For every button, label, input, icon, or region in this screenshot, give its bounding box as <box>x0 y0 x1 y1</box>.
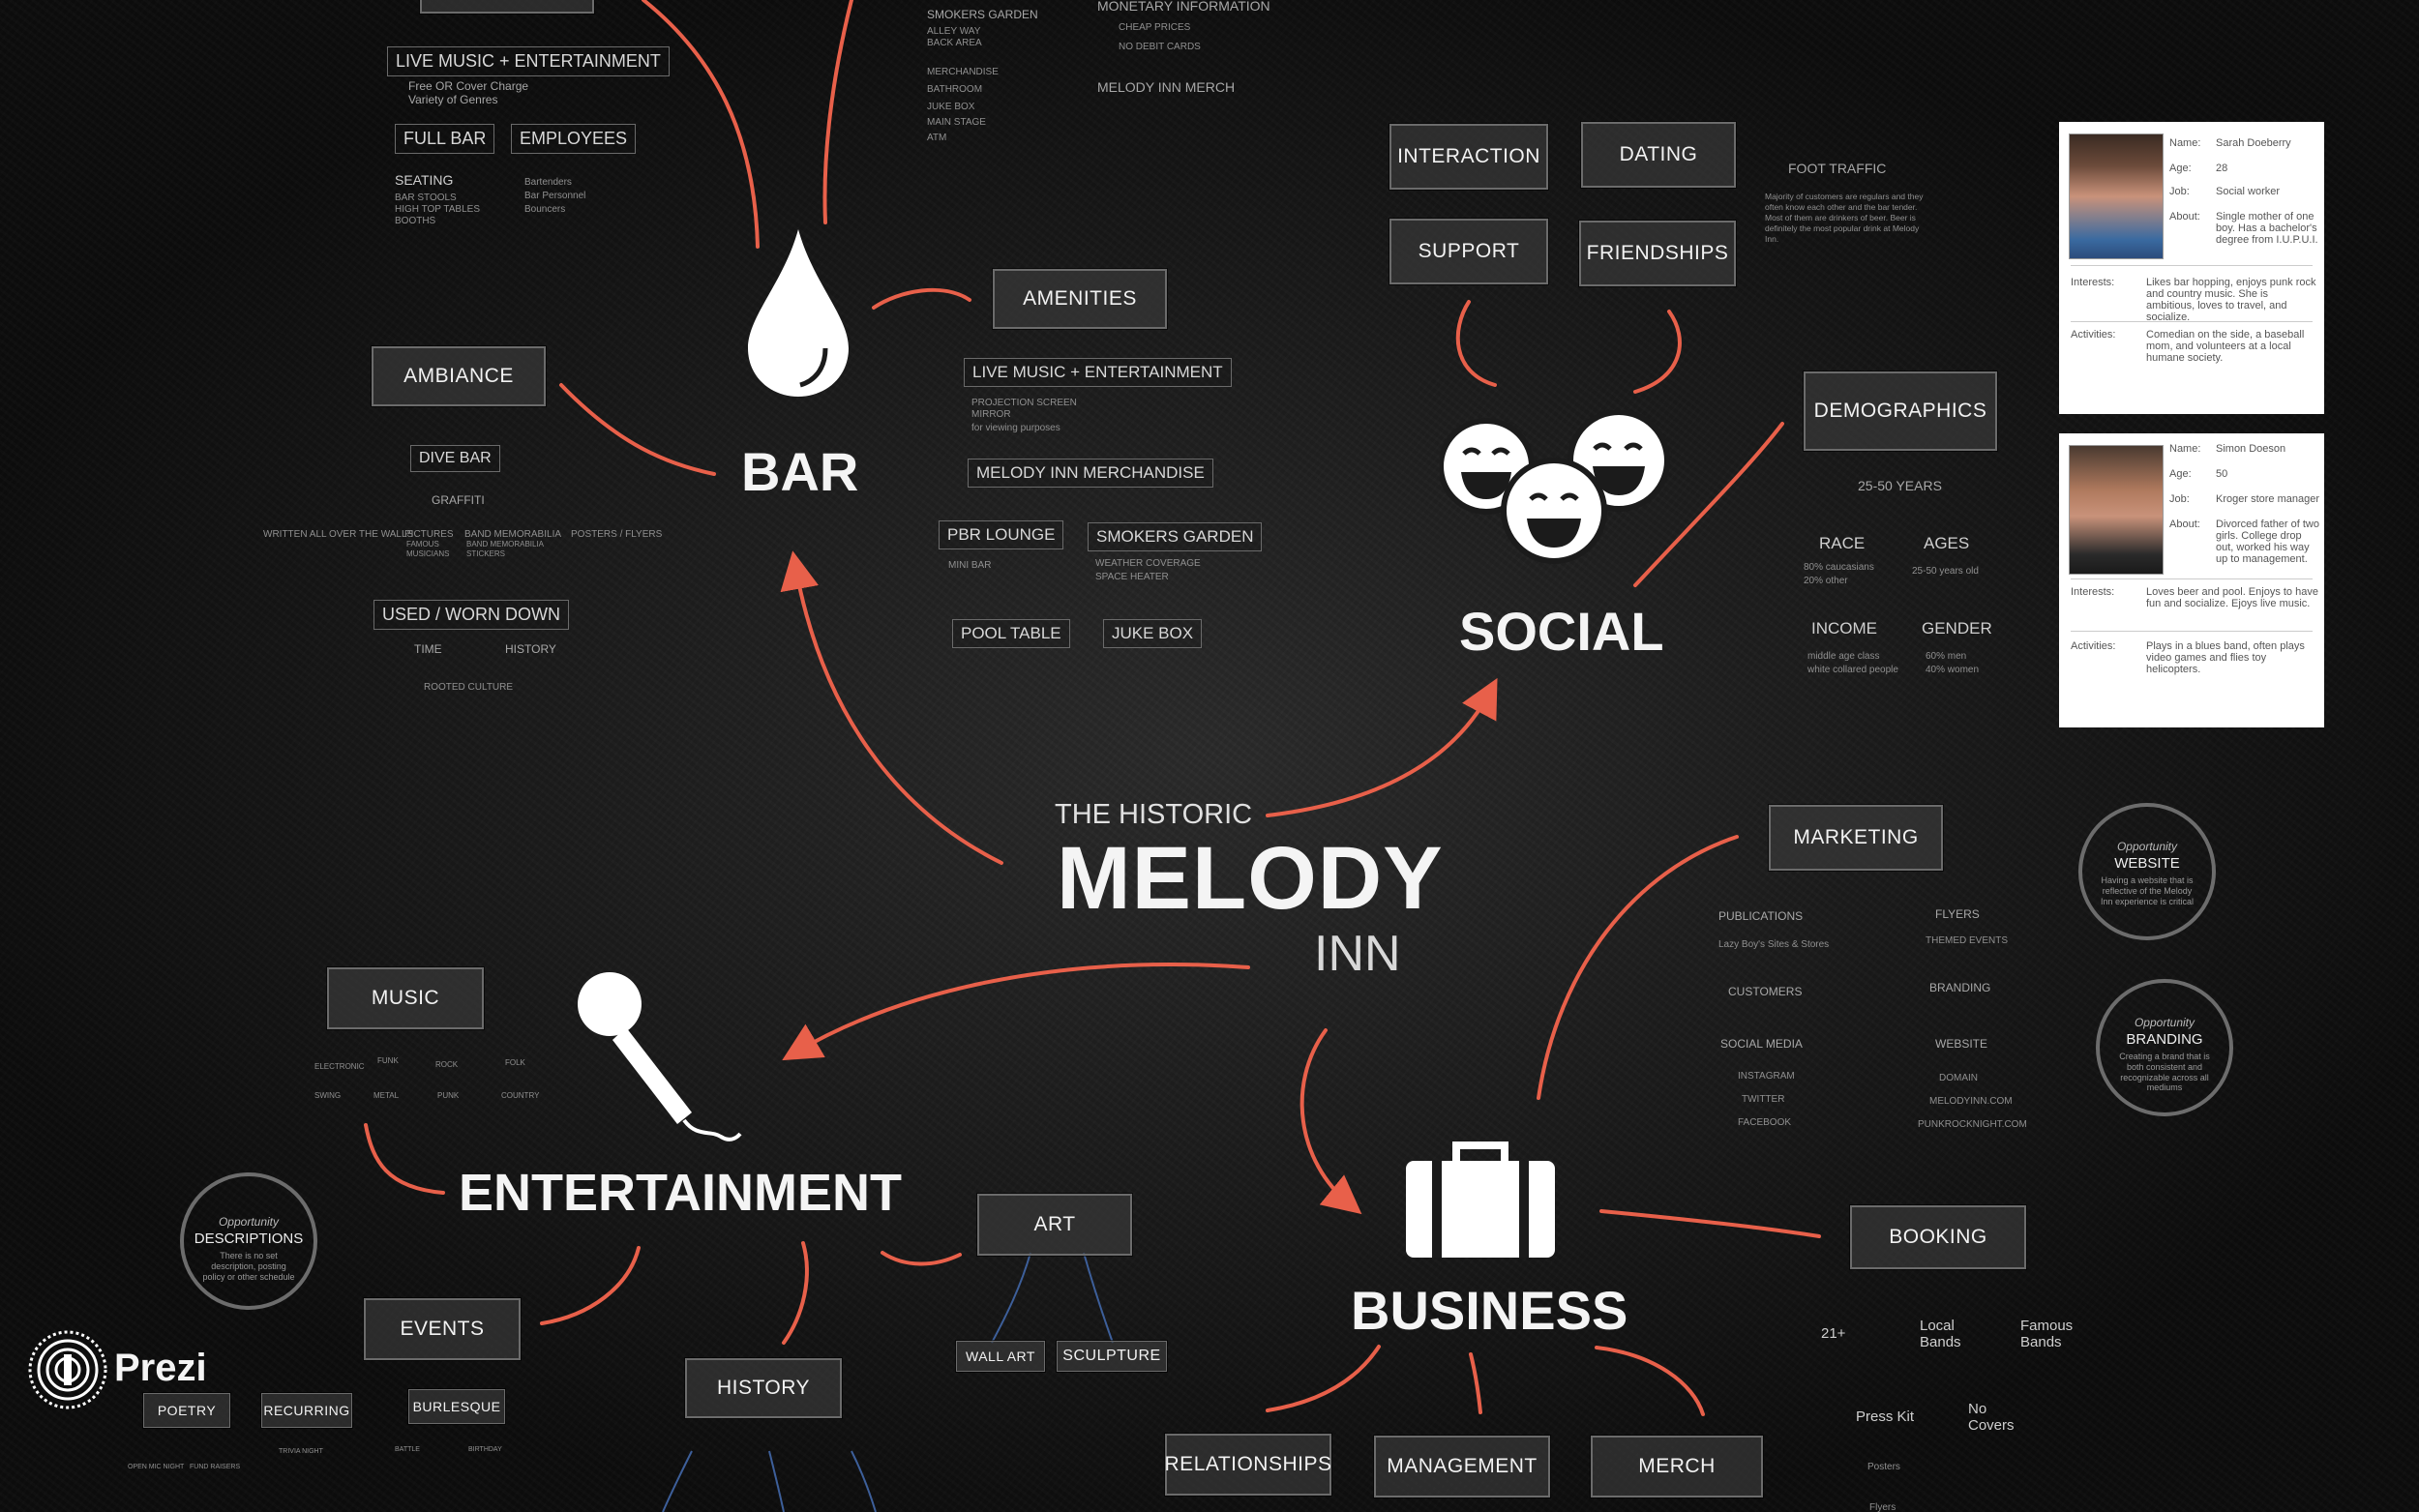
ent-sculpture[interactable]: SCULPTURE <box>1057 1341 1167 1372</box>
bar-dive-bar[interactable]: DIVE BAR <box>410 445 500 472</box>
arrow-to-bar <box>780 550 1003 865</box>
business-merch[interactable]: MERCH <box>1591 1436 1763 1497</box>
social-interaction[interactable]: INTERACTION <box>1389 124 1548 190</box>
opportunity-branding[interactable]: Opportunity BRANDING Creating a brand th… <box>2096 979 2233 1116</box>
amenities-merchandise[interactable]: MELODY INN MERCHANDISE <box>968 459 1213 488</box>
bar-used-worn[interactable]: USED / WORN DOWN <box>373 600 569 630</box>
hub-bar[interactable]: BAR <box>741 441 859 502</box>
amenities-live-music[interactable]: LIVE MUSIC + ENTERTAINMENT <box>964 358 1232 387</box>
social-support[interactable]: SUPPORT <box>1389 219 1548 284</box>
opportunity-website[interactable]: Opportunity WEBSITE Having a website tha… <box>2078 803 2216 940</box>
bar-amenities[interactable]: AMENITIES <box>993 269 1167 329</box>
prezi-logo-icon[interactable] <box>27 1329 108 1410</box>
bar-live-music[interactable]: LIVE MUSIC + ENTERTAINMENT <box>387 46 670 76</box>
social-dating[interactable]: DATING <box>1581 122 1736 188</box>
bar-top-box[interactable] <box>420 0 594 14</box>
ent-poetry[interactable]: POETRY <box>143 1393 230 1428</box>
amenities-smokers-garden[interactable]: SMOKERS GARDEN <box>1088 522 1263 551</box>
ent-music[interactable]: MUSIC <box>327 967 484 1029</box>
business-marketing[interactable]: MARKETING <box>1769 805 1943 871</box>
ent-recurring[interactable]: RECURRING <box>261 1393 352 1428</box>
bar-full-bar[interactable]: FULL BAR <box>395 124 495 154</box>
title-pre: THE HISTORIC <box>1055 799 1253 830</box>
hub-social[interactable]: SOCIAL <box>1459 601 1664 662</box>
social-friendships[interactable]: FRIENDSHIPS <box>1579 221 1736 286</box>
ent-art[interactable]: ART <box>977 1194 1132 1256</box>
ent-events[interactable]: EVENTS <box>364 1298 521 1360</box>
arrow-to-social <box>1266 677 1498 817</box>
ent-wall-art[interactable]: WALL ART <box>956 1341 1045 1372</box>
title-post: INN <box>1314 926 1401 982</box>
microphone-icon <box>578 972 742 1141</box>
ent-history[interactable]: HISTORY <box>685 1358 842 1418</box>
briefcase-icon <box>1406 1141 1555 1258</box>
amenities-pool-table[interactable]: POOL TABLE <box>952 619 1070 648</box>
title-main: MELODY <box>1057 829 1444 928</box>
bar-seating: SEATING <box>395 172 454 188</box>
hub-business[interactable]: BUSINESS <box>1351 1280 1628 1341</box>
laughing-faces-icon <box>1440 410 1670 564</box>
hub-entertainment[interactable]: ENTERTAINMENT <box>459 1164 902 1222</box>
business-booking[interactable]: BOOKING <box>1850 1205 2026 1269</box>
ent-burlesque[interactable]: BURLESQUE <box>408 1389 505 1424</box>
arrow-to-business <box>1299 1028 1362 1215</box>
business-management[interactable]: MANAGEMENT <box>1374 1436 1550 1497</box>
amenities-juke-box[interactable]: JUKE BOX <box>1103 619 1203 648</box>
bar-employees[interactable]: EMPLOYEES <box>511 124 637 154</box>
social-demographics[interactable]: DEMOGRAPHICS <box>1804 371 1997 451</box>
prezi-wordmark[interactable]: Prezi <box>114 1347 207 1389</box>
persona-photo <box>2069 445 2164 575</box>
amenities-pbr-lounge[interactable]: PBR LOUNGE <box>939 520 1064 549</box>
business-relationships[interactable]: RELATIONSHIPS <box>1165 1434 1331 1496</box>
persona-card-simon[interactable]: Name:Simon Doeson Age:50 Job:Kroger stor… <box>2059 433 2324 727</box>
arrow-to-entertainment <box>782 963 1250 1061</box>
bar-ambiance[interactable]: AMBIANCE <box>372 346 546 406</box>
water-drop-icon <box>748 229 849 397</box>
opportunity-descriptions[interactable]: Opportunity DESCRIPTIONS There is no set… <box>180 1172 317 1310</box>
persona-card-sarah[interactable]: Name:Sarah Doeberry Age:28 Job:Social wo… <box>2059 122 2324 414</box>
persona-photo <box>2069 133 2164 259</box>
